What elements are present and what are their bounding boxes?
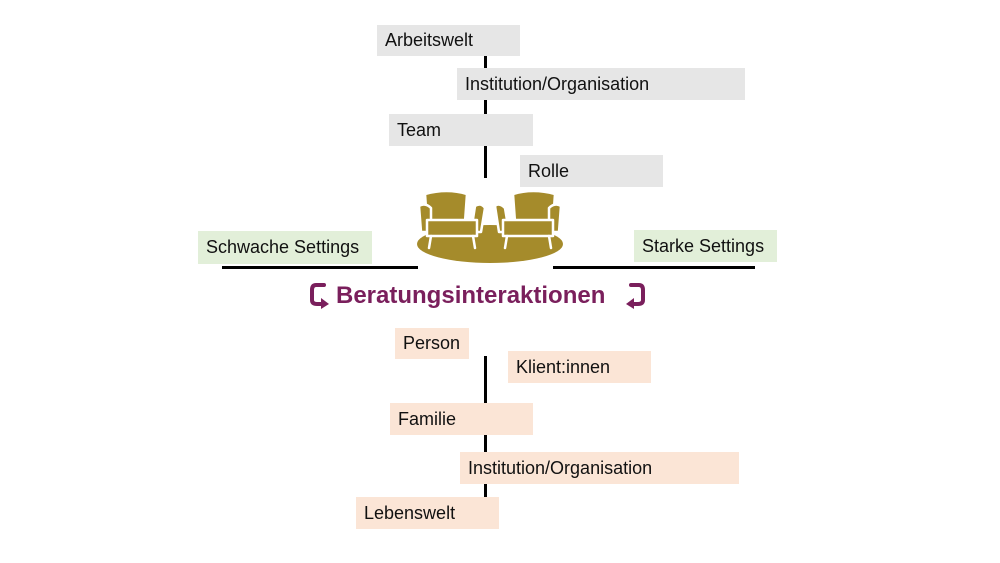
- level-rolle: Rolle: [520, 155, 663, 187]
- two-armchairs-on-rug-icon: [417, 189, 563, 263]
- left-horizontal-line: [222, 266, 418, 269]
- weak-settings-box: Schwache Settings: [198, 231, 372, 264]
- level-team: Team: [389, 114, 533, 146]
- level-arbeitswelt: Arbeitswelt: [377, 25, 520, 56]
- level-institution-organisation-upper: Institution/Organisation: [457, 68, 745, 100]
- curved-arrow-right-icon: [626, 283, 645, 309]
- strong-settings-box: Starke Settings: [634, 230, 777, 262]
- level-lebenswelt: Lebenswelt: [356, 497, 499, 529]
- level-familie: Familie: [390, 403, 533, 435]
- right-horizontal-line: [553, 266, 755, 269]
- center-title: Beratungsinteraktionen: [336, 282, 606, 309]
- level-person: Person: [395, 328, 469, 359]
- curved-arrow-left-icon: [310, 283, 329, 309]
- level-klientinnen: Klient:innen: [508, 351, 651, 383]
- level-institution-organisation-lower: Institution/Organisation: [460, 452, 739, 484]
